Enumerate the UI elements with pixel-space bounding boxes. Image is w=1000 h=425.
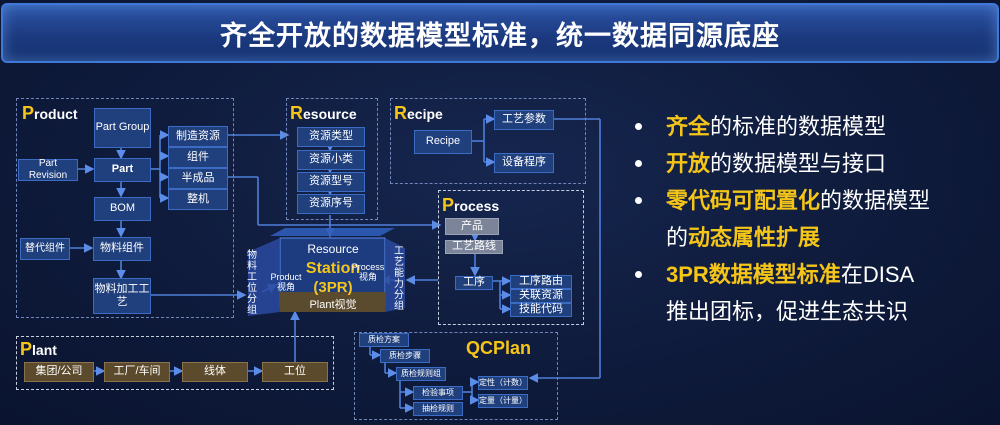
- part-box[interactable]: Part: [94, 158, 151, 182]
- feature-bullets: 齐全的标准的数据模型 开放的数据模型与接口 零代码可配置化的数据模型 的动态属性…: [666, 108, 1000, 330]
- recipe-title: Recipe: [394, 103, 443, 123]
- mfg-resource-box[interactable]: 制造资源: [168, 126, 228, 147]
- part-revision-box[interactable]: Part Revision: [18, 158, 78, 181]
- resource-subclass-box[interactable]: 资源小类: [297, 150, 365, 170]
- plant-group-box[interactable]: 集团/公司: [24, 362, 94, 382]
- skill-code-box[interactable]: 技能代码: [510, 303, 572, 317]
- resource-serial-box[interactable]: 资源序号: [297, 194, 365, 214]
- product-title: Product: [22, 103, 78, 123]
- title-plate: 齐全开放的数据模型标准，统一数据同源底座: [1, 3, 999, 63]
- qc-sample-rule-box[interactable]: 抽检规则: [413, 402, 463, 416]
- process-params-box[interactable]: 工艺参数: [494, 110, 554, 130]
- recipe-section: [390, 98, 586, 184]
- plant-view-label: Plant视觉: [309, 299, 357, 311]
- resource-section: [286, 98, 378, 220]
- plant-section: [16, 336, 334, 390]
- bullet-dot-4: [635, 271, 642, 278]
- route-box[interactable]: 工艺路线: [445, 240, 503, 254]
- semi-product-box[interactable]: 半成品: [168, 168, 228, 189]
- device-program-box[interactable]: 设备程序: [494, 153, 554, 173]
- bullet-dot-2: [635, 160, 642, 167]
- material-group-label: 物料工位分组: [247, 250, 257, 316]
- title-bar: 齐全开放的数据模型标准，统一数据同源底座: [0, 0, 1000, 66]
- material-process-box[interactable]: 物料加工工艺: [93, 278, 151, 314]
- material-component-box[interactable]: 物料组件: [93, 237, 151, 261]
- bullet-3-line2: 的动态属性扩展: [666, 225, 821, 250]
- process-section: [438, 190, 584, 325]
- resource-model-box[interactable]: 资源型号: [297, 172, 365, 192]
- qc-rule-group-box[interactable]: 质检规则组: [396, 367, 446, 381]
- bullet-4: 3PR数据模型标准在DISA: [666, 262, 915, 287]
- resource-type-box[interactable]: 资源类型: [297, 127, 365, 147]
- station-3pr-label: (3PR): [313, 279, 353, 296]
- plant-title: Plant: [20, 339, 57, 359]
- bullet-3: 零代码可配置化的数据模型: [666, 188, 931, 213]
- bullet-dot-1: [635, 123, 642, 130]
- station-label: Station: [305, 260, 361, 277]
- component-box[interactable]: 组件: [168, 147, 228, 168]
- qc-steps-box[interactable]: 质检步骤: [380, 349, 430, 363]
- plant-line-box[interactable]: 线体: [182, 362, 248, 382]
- qc-check-item-box[interactable]: 检验事项: [413, 386, 463, 400]
- page-title: 齐全开放的数据模型标准，统一数据同源底座: [220, 20, 780, 51]
- qc-quantitative-box[interactable]: 定量（计量）: [478, 394, 528, 408]
- bullet-dot-3: [635, 197, 642, 204]
- process-product-box[interactable]: 产品: [445, 218, 499, 235]
- operation-box[interactable]: 工序: [455, 276, 493, 290]
- bullet-1: 齐全的标准的数据模型: [666, 114, 887, 139]
- bullet-4-line2: 推出团标，促进生态共识: [666, 299, 909, 324]
- bom-box[interactable]: BOM: [94, 197, 151, 221]
- qcplan-title: QCPlan: [466, 338, 532, 358]
- process-view-label: Process视角: [351, 262, 385, 282]
- station-resource-label: Resource: [307, 242, 359, 256]
- plant-factory-box[interactable]: 工厂/车间: [104, 362, 170, 382]
- resource-title: Resource: [290, 103, 357, 123]
- op-route-box[interactable]: 工序路由: [510, 275, 572, 289]
- process-title: Process: [442, 195, 500, 215]
- machine-box[interactable]: 整机: [168, 189, 228, 210]
- plant-station-box[interactable]: 工位: [262, 362, 328, 382]
- product-section: [16, 98, 234, 318]
- bullet-2: 开放的数据模型与接口: [666, 151, 887, 176]
- craft-group-label: 工艺能力分组: [394, 246, 404, 312]
- part-group-box[interactable]: Part Group: [94, 108, 151, 148]
- qc-qualitative-box[interactable]: 定性（计数）: [478, 376, 528, 390]
- alt-component-box[interactable]: 替代组件: [20, 238, 70, 260]
- qc-scheme-box[interactable]: 质检方案: [359, 333, 409, 347]
- product-view-label: Product视角: [270, 272, 302, 292]
- qcplan-section: [354, 332, 558, 420]
- station-cube: [248, 228, 405, 316]
- recipe-box[interactable]: Recipe: [414, 130, 472, 154]
- related-resource-box[interactable]: 关联资源: [510, 289, 572, 303]
